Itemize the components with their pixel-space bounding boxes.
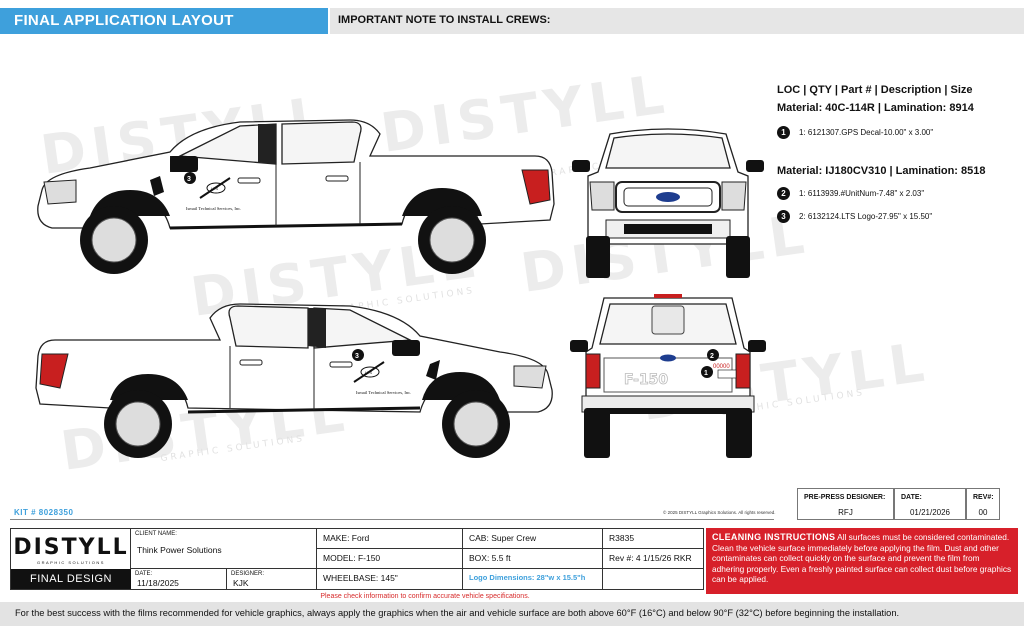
brand-tagline: GRAPHIC SOLUTIONS xyxy=(37,560,105,565)
header-title-bar: FINAL APPLICATION LAYOUT xyxy=(0,8,328,34)
material-heading-2: Material: IJ180CV310 | Lamination: 8518 xyxy=(777,165,986,177)
cab-cell: CAB: Super Crew xyxy=(463,529,603,549)
date-value: 11/18/2025 xyxy=(137,578,179,588)
callout-3: 3 xyxy=(187,176,191,183)
empty-cell xyxy=(603,569,703,589)
prepress-designer-box: PRE-PRESS DESIGNER: RFJ xyxy=(797,488,894,520)
unit-number: 00000 xyxy=(713,364,730,370)
part-description: 1: 6113939.#UnitNum-7.48" x 2.03" xyxy=(799,189,925,198)
make-cell: MAKE: Ford xyxy=(317,529,463,549)
page-title: FINAL APPLICATION LAYOUT xyxy=(14,12,234,29)
loc-badge: 3 xyxy=(777,210,790,223)
material-heading-1: Material: 40C-114R | Lamination: 8914 xyxy=(777,102,974,114)
designer-value: KJK xyxy=(233,578,249,588)
part-item: 1 1: 6121307.GPS Decal-10.00" x 3.00" xyxy=(777,126,1022,139)
truck-front xyxy=(572,128,764,278)
prepress-rev-box: REV#: 00 xyxy=(966,488,1000,520)
prepress-date-value: 01/21/2026 xyxy=(909,508,951,517)
part-item: 3 2: 6132124.LTS Logo-27.95" x 15.50" xyxy=(777,210,1022,223)
install-note-bar: IMPORTANT NOTE TO INSTALL CREWS: xyxy=(330,8,1024,34)
client-value: Think Power Solutions xyxy=(137,545,222,555)
truck-rear: F-150 00000 2 1 xyxy=(570,294,766,458)
distyll-logo: DISTYLL xyxy=(13,535,129,560)
final-design-label: FINAL DESIGN xyxy=(11,569,131,589)
date-cell: DATE: 11/18/2025 xyxy=(131,569,227,589)
lts-text: LTS xyxy=(365,370,372,375)
truck-driver-side: LTS Ismail Technical Services, Inc. 3 xyxy=(37,119,555,274)
prepress-designer-label: PRE-PRESS DESIGNER: xyxy=(804,494,886,501)
designer-cell: DESIGNER: KJK xyxy=(227,569,317,589)
loc-badge: 1 xyxy=(777,126,790,139)
prepress-date-box: DATE: 01/21/2026 xyxy=(894,488,966,520)
svg-text:F-150: F-150 xyxy=(624,372,668,388)
door-logo: LTS Ismail Technical Services, Inc. xyxy=(186,177,241,212)
part-item: 2 1: 6113939.#UnitNum-7.48" x 2.03" xyxy=(777,187,1022,200)
install-note-label: IMPORTANT NOTE TO INSTALL CREWS: xyxy=(338,14,551,26)
door-logo: LTS Ismail Technical Services, Inc. xyxy=(353,361,411,396)
date-label: DATE: xyxy=(135,571,153,577)
copyright: © 2025 DISTYLL Graphics Solutions. All r… xyxy=(663,510,776,515)
client-label: CLIENT NAME: xyxy=(135,531,177,537)
model-cell: MODEL: F-150 xyxy=(317,549,463,569)
callout-2: 2 xyxy=(710,353,714,360)
cleaning-text: All surfaces must be considered contamin… xyxy=(712,532,1012,585)
parts-info-panel: LOC | QTY | Part # | Description | Size … xyxy=(777,84,1022,223)
callout-1: 1 xyxy=(704,370,708,377)
cleaning-instructions: CLEANING INSTRUCTIONS All surfaces must … xyxy=(706,528,1018,594)
check-info-note: Please check information to confirm accu… xyxy=(320,593,530,600)
wheelbase-cell: WHEELBASE: 145" xyxy=(317,569,463,589)
truck-passenger-side: LTS Ismail Technical Services, Inc. 3 xyxy=(35,303,553,458)
part-description: 2: 6132124.LTS Logo-27.95" x 15.50" xyxy=(799,212,933,221)
client-cell: CLIENT NAME: Think Power Solutions xyxy=(131,529,317,569)
loc-badge: 2 xyxy=(777,187,790,200)
prepress-date-label: DATE: xyxy=(901,494,922,501)
box-cell: BOX: 5.5 ft xyxy=(463,549,603,569)
kit-number: KIT # 8028350 xyxy=(14,508,74,517)
divider xyxy=(10,519,774,520)
door-company-text: Ismail Technical Services, Inc. xyxy=(186,206,241,212)
callout-3: 3 xyxy=(355,353,359,360)
cleaning-title: CLEANING INSTRUCTIONS xyxy=(712,532,836,542)
prepress-rev-label: REV#: xyxy=(973,494,994,501)
logo-dimensions-cell: Logo Dimensions: 28"w x 15.5"h xyxy=(463,569,603,589)
prepress-rev-value: 00 xyxy=(978,508,988,517)
brand-block: DISTYLL GRAPHIC SOLUTIONS FINAL DESIGN xyxy=(11,529,131,589)
job-number-cell: R3835 xyxy=(603,529,703,549)
footer-note: For the best success with the films reco… xyxy=(0,602,1024,626)
job-info-table: DISTYLL GRAPHIC SOLUTIONS FINAL DESIGN C… xyxy=(10,528,704,590)
revision-cell: Rev #: 4 1/15/26 RKR xyxy=(603,549,703,569)
part-description: 1: 6121307.GPS Decal-10.00" x 3.00" xyxy=(799,128,934,137)
door-company-text: Ismail Technical Services, Inc. xyxy=(356,390,411,396)
lts-text: LTS xyxy=(211,186,218,191)
parts-columns-header: LOC | QTY | Part # | Description | Size xyxy=(777,84,973,96)
designer-label: DESIGNER: xyxy=(231,571,265,577)
prepress-designer-value: RFJ xyxy=(838,508,853,517)
